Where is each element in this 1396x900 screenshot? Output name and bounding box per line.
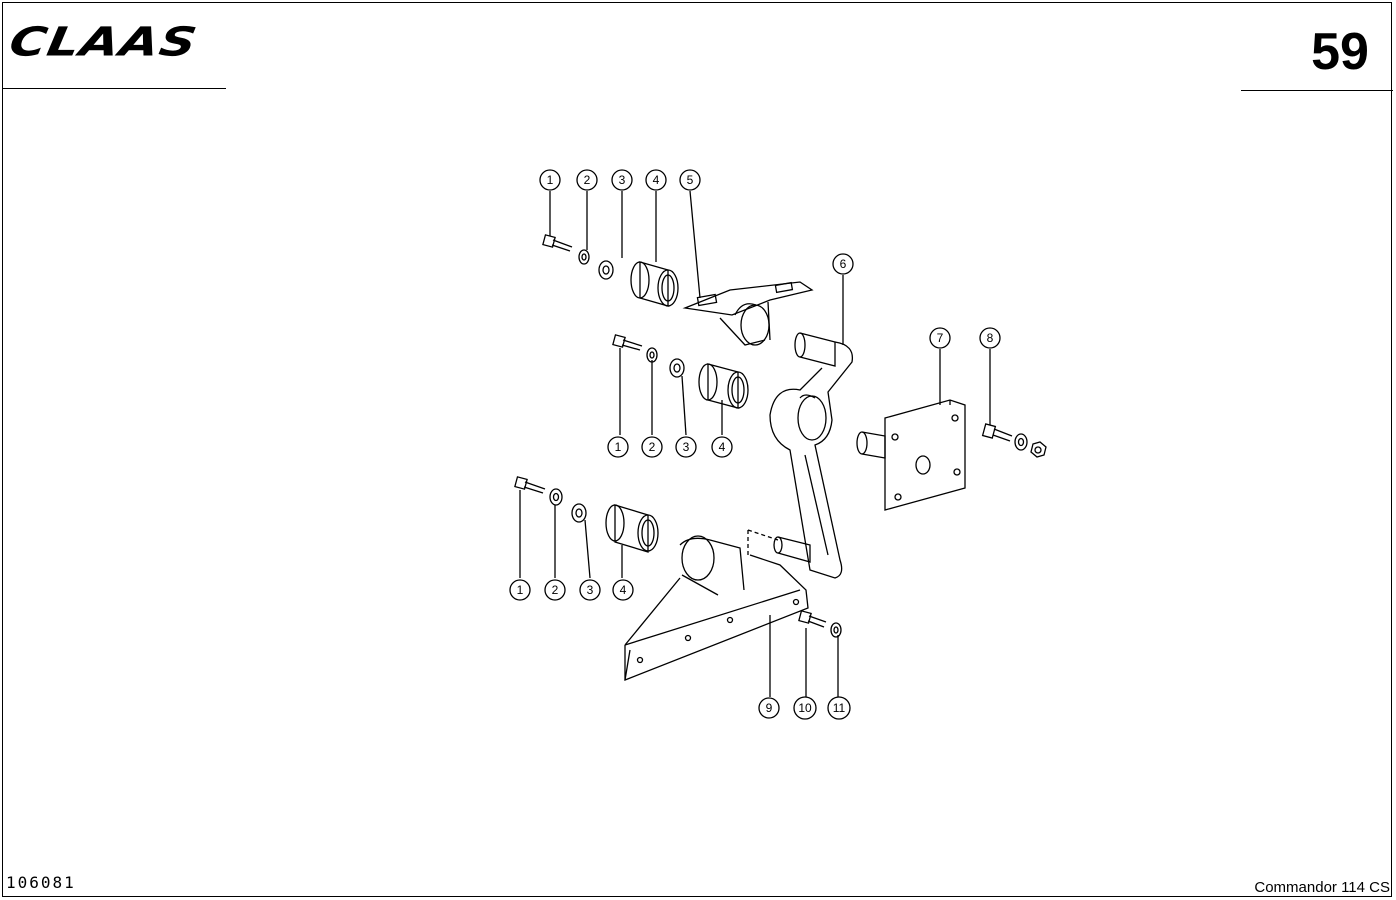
svg-text:10: 10 <box>798 701 812 715</box>
svg-text:3: 3 <box>619 173 626 187</box>
bracket-part <box>682 281 814 346</box>
callout-1-middle: 1 <box>607 436 629 458</box>
callout-3-top: 3 <box>611 169 633 191</box>
header-rule-left <box>2 88 226 89</box>
svg-text:4: 4 <box>719 440 726 454</box>
callout-8: 8 <box>979 327 1001 349</box>
svg-text:2: 2 <box>649 440 656 454</box>
svg-text:4: 4 <box>620 583 627 597</box>
callout-4-middle: 4 <box>711 436 733 458</box>
model-name: Commandor 114 CS <box>1254 879 1390 896</box>
leader-lines-top <box>549 190 844 345</box>
svg-text:11: 11 <box>833 701 846 715</box>
bolt-part <box>612 334 643 351</box>
svg-text:1: 1 <box>615 440 622 454</box>
washer-part <box>549 488 563 506</box>
callout-6: 6 <box>832 253 854 275</box>
callout-11: 11 <box>827 696 851 720</box>
svg-text:6: 6 <box>840 257 847 271</box>
svg-text:9: 9 <box>766 701 773 715</box>
bolt-part <box>542 234 573 252</box>
ring-part <box>669 358 685 378</box>
bolt-part <box>798 610 827 628</box>
callout-2-middle: 2 <box>641 436 663 458</box>
callout-4-top: 4 <box>645 169 667 191</box>
support-bracket-part <box>624 529 809 681</box>
callout-3-middle: 3 <box>675 436 697 458</box>
page-number: 59 <box>1311 23 1369 81</box>
svg-text:4: 4 <box>653 173 660 187</box>
callout-2-bottom: 2 <box>544 579 566 601</box>
callout-3-bottom: 3 <box>579 579 601 601</box>
svg-text:7: 7 <box>937 331 944 345</box>
callout-5: 5 <box>679 169 701 191</box>
header-rule-right <box>1241 90 1393 91</box>
bushing-part <box>605 504 659 553</box>
bolt-nut-set-part <box>981 423 1047 458</box>
washer-part <box>646 347 658 363</box>
leader-lines-middle <box>619 348 991 436</box>
washer-part <box>578 249 590 265</box>
leader-lines-bottom <box>519 490 839 697</box>
svg-text:5: 5 <box>687 173 694 187</box>
bushing-part <box>698 363 749 409</box>
svg-text:3: 3 <box>587 583 594 597</box>
ring-part <box>598 260 614 280</box>
svg-text:8: 8 <box>987 331 994 345</box>
ring-part <box>571 503 587 523</box>
callout-7: 7 <box>929 327 951 349</box>
callout-10: 10 <box>793 696 817 720</box>
svg-text:1: 1 <box>517 583 524 597</box>
mounting-plate-part <box>856 399 966 511</box>
washer-part <box>830 622 842 638</box>
bolt-part <box>514 476 546 494</box>
callout-9: 9 <box>758 697 780 719</box>
svg-text:2: 2 <box>552 583 559 597</box>
svg-text:1: 1 <box>547 173 554 187</box>
svg-text:2: 2 <box>584 173 591 187</box>
bushing-part <box>630 261 679 307</box>
lever-arm-part <box>769 332 854 579</box>
callout-1-bottom: 1 <box>509 579 531 601</box>
callout-4-bottom: 4 <box>612 579 634 601</box>
document-code: 106081 <box>6 873 76 892</box>
callout-2-top: 2 <box>576 169 598 191</box>
svg-text:3: 3 <box>683 440 690 454</box>
callout-1-top: 1 <box>539 169 561 191</box>
